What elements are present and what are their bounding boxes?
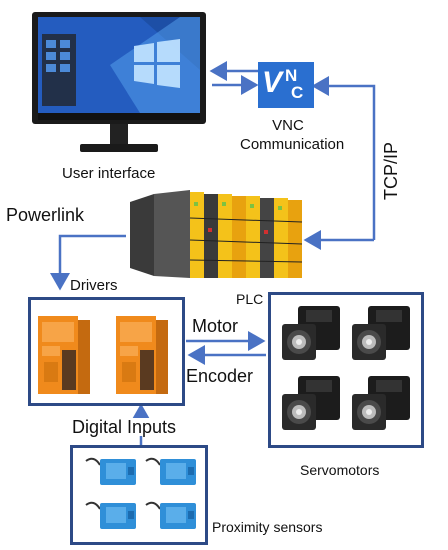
plc-label: PLC [236, 291, 264, 307]
digital-inputs-label: Digital Inputs [70, 417, 179, 437]
vnc-logo: V N C [258, 62, 314, 108]
arrow-powerlink [50, 234, 126, 291]
encoder-label: Encoder [186, 366, 254, 386]
servomotor-icon [346, 302, 412, 366]
drivers-label: Drivers [70, 277, 118, 294]
vnc-letter-c: C [291, 83, 304, 102]
plc-rack-icon [124, 188, 308, 284]
proximity-sensor-icon [84, 451, 142, 491]
user-interface-label: User interface [62, 165, 156, 182]
arrow-tcpip-to-vnc [311, 76, 376, 240]
vnc-label: VNC Communication [240, 116, 345, 154]
servomotor-icon [276, 302, 342, 366]
motor-label: Motor [192, 316, 239, 336]
proximity-sensors-label: Proximity sensors [212, 519, 323, 535]
vnc-letter-n: N [285, 66, 298, 85]
vnc-label-line2: Communication [240, 136, 345, 153]
driver-unit-icon [114, 314, 170, 398]
proximity-sensor-icon [144, 451, 202, 491]
vnc-label-line1: VNC [272, 117, 304, 134]
servomotor-icon [276, 372, 342, 436]
proximity-sensor-icon [144, 495, 202, 535]
monitor-icon [30, 10, 208, 160]
driver-unit-icon [36, 314, 92, 398]
servomotors-label: Servomotors [300, 462, 380, 478]
servomotor-icon [346, 372, 412, 436]
powerlink-label: Powerlink [6, 205, 85, 225]
tcpip-label: TCP/IP [381, 141, 401, 200]
proximity-sensor-icon [84, 495, 142, 535]
vnc-letter-v: V [262, 66, 283, 99]
